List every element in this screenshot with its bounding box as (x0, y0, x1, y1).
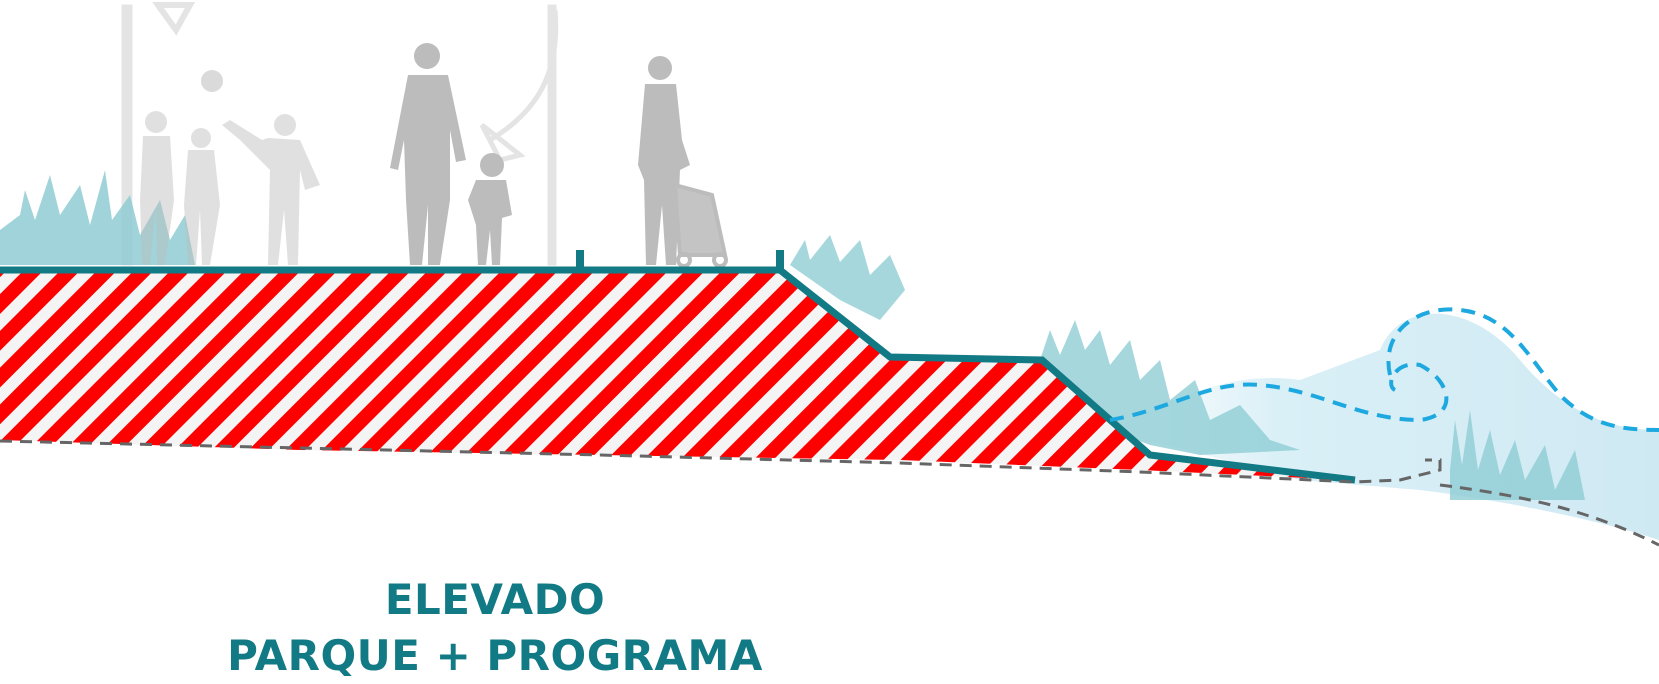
stroller-icon (672, 182, 728, 268)
elevated-fill-hatch (0, 270, 1350, 480)
bollard (776, 250, 784, 270)
caption-line-2: PARQUE + PROGRAMA (227, 631, 763, 680)
park-section-diagram (0, 2, 1659, 547)
bollard (576, 250, 584, 270)
ball-icon (201, 70, 223, 92)
ground-dashed-line (0, 439, 1659, 547)
caption-line-1: ELEVADO (384, 575, 606, 624)
lamp-post-icon (121, 2, 559, 266)
vegetation-icon (0, 170, 195, 265)
section-caption: ELEVADO PARQUE + PROGRAMA (0, 572, 990, 684)
people-silhouettes-icon (140, 43, 690, 265)
terrain-profile-line (0, 266, 1356, 484)
wave-icon (1109, 307, 1659, 432)
